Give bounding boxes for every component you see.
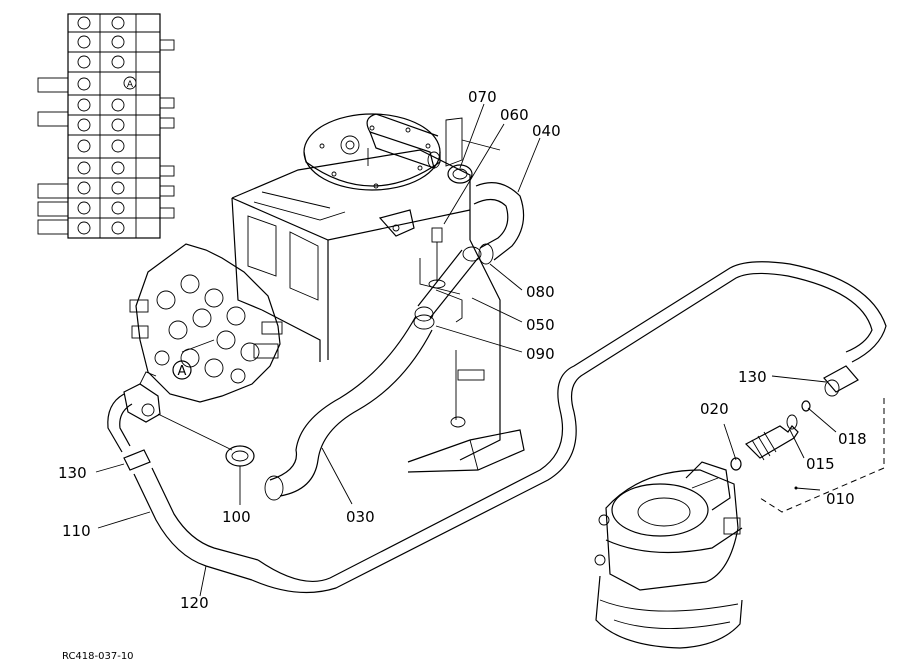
kit-010-bracket <box>759 398 885 513</box>
label-130-left: 130 <box>58 464 87 482</box>
label-040: 040 <box>532 122 561 140</box>
nipple-015 <box>745 414 799 461</box>
suction-hose-030 <box>264 314 435 501</box>
label-110: 110 <box>62 522 91 540</box>
hose-110 <box>107 393 133 453</box>
joint-130-right <box>823 365 859 397</box>
leader-lines <box>95 103 837 597</box>
label-030: 030 <box>346 508 375 526</box>
label-080: 080 <box>526 283 555 301</box>
hydraulic-tank <box>231 117 525 473</box>
valve-port-fitting <box>123 371 233 451</box>
hose-clamp-070 <box>447 164 473 184</box>
label-010: 010 <box>826 490 855 508</box>
tank-lid <box>303 113 441 191</box>
control-valve-assembly: A <box>129 243 283 403</box>
label-130-right: 130 <box>738 368 767 386</box>
label-060: 060 <box>500 106 529 124</box>
label-018: 018 <box>838 430 867 448</box>
valve-marker-a: A <box>178 364 187 379</box>
joint-130-left <box>123 449 151 471</box>
label-015: 015 <box>806 455 835 473</box>
return-hose-040 <box>473 182 525 265</box>
bolt-060 <box>428 227 446 289</box>
control-valve-schematic: A <box>37 13 175 239</box>
o-ring-020 <box>730 457 742 471</box>
reference-code: RC418-037-10 <box>62 651 134 662</box>
label-020: 020 <box>700 400 729 418</box>
label-120: 120 <box>180 594 209 612</box>
label-090: 090 <box>526 345 555 363</box>
hydraulic-pump <box>594 461 743 649</box>
part-labels: 070 060 040 080 050 090 130 020 018 015 … <box>58 88 867 612</box>
pipe-120 <box>133 261 887 594</box>
label-050: 050 <box>526 316 555 334</box>
pipe-050 <box>414 246 482 323</box>
label-100: 100 <box>222 508 251 526</box>
label-070: 070 <box>468 88 497 106</box>
o-ring-018 <box>801 400 811 412</box>
schematic-marker-a: A <box>127 80 134 90</box>
